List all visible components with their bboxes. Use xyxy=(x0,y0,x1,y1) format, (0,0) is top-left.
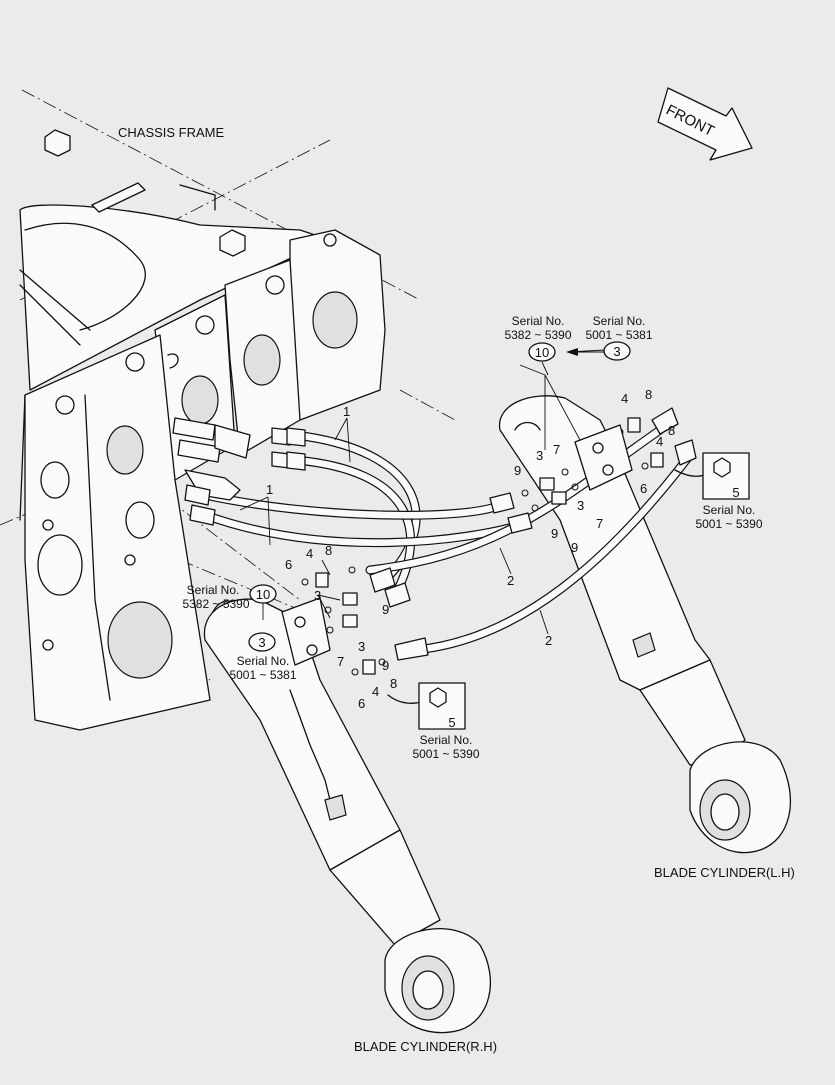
svg-text:9: 9 xyxy=(571,540,578,555)
svg-text:9: 9 xyxy=(514,463,521,478)
svg-text:4: 4 xyxy=(621,391,628,406)
svg-text:6: 6 xyxy=(285,557,292,572)
part-5-box-lh xyxy=(702,452,750,500)
svg-text:2: 2 xyxy=(545,633,552,648)
svg-text:9: 9 xyxy=(382,602,389,617)
svg-text:8: 8 xyxy=(390,676,397,691)
leader-lines xyxy=(239,349,606,635)
svg-text:3: 3 xyxy=(577,498,584,513)
svg-text:3: 3 xyxy=(358,639,365,654)
callout-3-lh: 3 xyxy=(603,341,631,361)
hose-1-set xyxy=(200,430,525,600)
svg-text:5: 5 xyxy=(732,485,739,500)
svg-text:Serial No.: Serial No. xyxy=(512,314,565,328)
svg-text:6: 6 xyxy=(358,696,365,711)
chassis-frame xyxy=(19,129,386,731)
svg-text:9: 9 xyxy=(551,526,558,541)
svg-text:5001 ~ 5390: 5001 ~ 5390 xyxy=(412,747,479,761)
svg-text:10: 10 xyxy=(256,587,270,602)
svg-text:5001 ~ 5381: 5001 ~ 5381 xyxy=(229,668,296,682)
serial-note-5382-5390-rh: Serial No. 5382 ~ 5390 xyxy=(182,583,249,611)
svg-text:9: 9 xyxy=(382,658,389,673)
svg-text:6: 6 xyxy=(640,481,647,496)
frame-eye-7 xyxy=(37,534,83,596)
svg-text:Serial No.: Serial No. xyxy=(187,583,240,597)
blade-cylinder-rh-label: BLADE CYLINDER(R.H) xyxy=(354,1039,497,1054)
svg-text:4: 4 xyxy=(306,546,313,561)
svg-text:7: 7 xyxy=(596,516,603,531)
svg-text:7: 7 xyxy=(337,654,344,669)
valve-block-lh xyxy=(574,424,633,491)
serial-note-5001-5390-lh: Serial No. 5001 ~ 5390 xyxy=(695,503,762,531)
frame-block-2 xyxy=(91,182,146,213)
serial-note-5001-5381-rh: Serial No. 5001 ~ 5381 xyxy=(229,654,296,682)
callout-3-rh: 3 xyxy=(248,632,276,652)
svg-text:4: 4 xyxy=(372,684,379,699)
frame-eye-2 xyxy=(243,334,281,386)
frame-eye-5 xyxy=(107,601,173,679)
frame-eye-8 xyxy=(40,461,70,499)
svg-text:Serial No.: Serial No. xyxy=(703,503,756,517)
svg-text:3: 3 xyxy=(314,588,321,603)
valve-block-rh xyxy=(281,597,331,666)
frame-block-1 xyxy=(44,129,71,157)
front-arrow: FRONT xyxy=(657,87,753,161)
svg-text:5001 ~ 5390: 5001 ~ 5390 xyxy=(695,517,762,531)
svg-text:8: 8 xyxy=(668,423,675,438)
svg-text:1: 1 xyxy=(266,482,273,497)
blade-cylinder-rh xyxy=(203,598,492,1034)
serial-note-5001-5381-lh: Serial No. 5001 ~ 5381 xyxy=(585,314,652,342)
svg-text:8: 8 xyxy=(325,543,332,558)
svg-text:Serial No.: Serial No. xyxy=(593,314,646,328)
svg-text:4: 4 xyxy=(656,434,663,449)
chassis-frame-label: CHASSIS FRAME xyxy=(118,125,225,140)
svg-text:5382 ~ 5390: 5382 ~ 5390 xyxy=(504,328,571,342)
callout-10-rh: 10 xyxy=(249,584,277,604)
frame-eye-3 xyxy=(181,375,219,425)
svg-text:1: 1 xyxy=(343,404,350,419)
callout-10-lh: 10 xyxy=(528,342,556,362)
svg-text:2: 2 xyxy=(507,573,514,588)
fittings xyxy=(172,407,697,676)
serial-note-5382-5390-lh: Serial No. 5382 ~ 5390 xyxy=(504,314,571,342)
svg-text:5: 5 xyxy=(448,715,455,730)
svg-text:5382 ~ 5390: 5382 ~ 5390 xyxy=(182,597,249,611)
svg-text:7: 7 xyxy=(553,442,560,457)
svg-text:3: 3 xyxy=(613,344,620,359)
blade-cylinder-lh-label: BLADE CYLINDER(L.H) xyxy=(654,865,795,880)
svg-text:Serial No.: Serial No. xyxy=(237,654,290,668)
frame-bolts xyxy=(42,233,337,651)
part-numbers: 1 1 2 2 5 5 4 8 7 3 9 8 4 6 3 7 9 9 6 4 … xyxy=(266,387,740,730)
svg-text:8: 8 xyxy=(645,387,652,402)
valve-blocks xyxy=(281,424,633,666)
svg-text:3: 3 xyxy=(258,635,265,650)
svg-text:5001 ~ 5381: 5001 ~ 5381 xyxy=(585,328,652,342)
blade-cylinder-lh xyxy=(499,395,792,854)
frame-eye-4 xyxy=(106,425,144,475)
frame-eye-1 xyxy=(312,291,358,349)
serial-note-5001-5390-rh: Serial No. 5001 ~ 5390 xyxy=(412,733,479,761)
svg-text:10: 10 xyxy=(535,345,549,360)
svg-text:3: 3 xyxy=(536,448,543,463)
frame-block-3 xyxy=(219,229,246,257)
part-5-box-rh xyxy=(418,682,466,730)
svg-text:Serial No.: Serial No. xyxy=(420,733,473,747)
